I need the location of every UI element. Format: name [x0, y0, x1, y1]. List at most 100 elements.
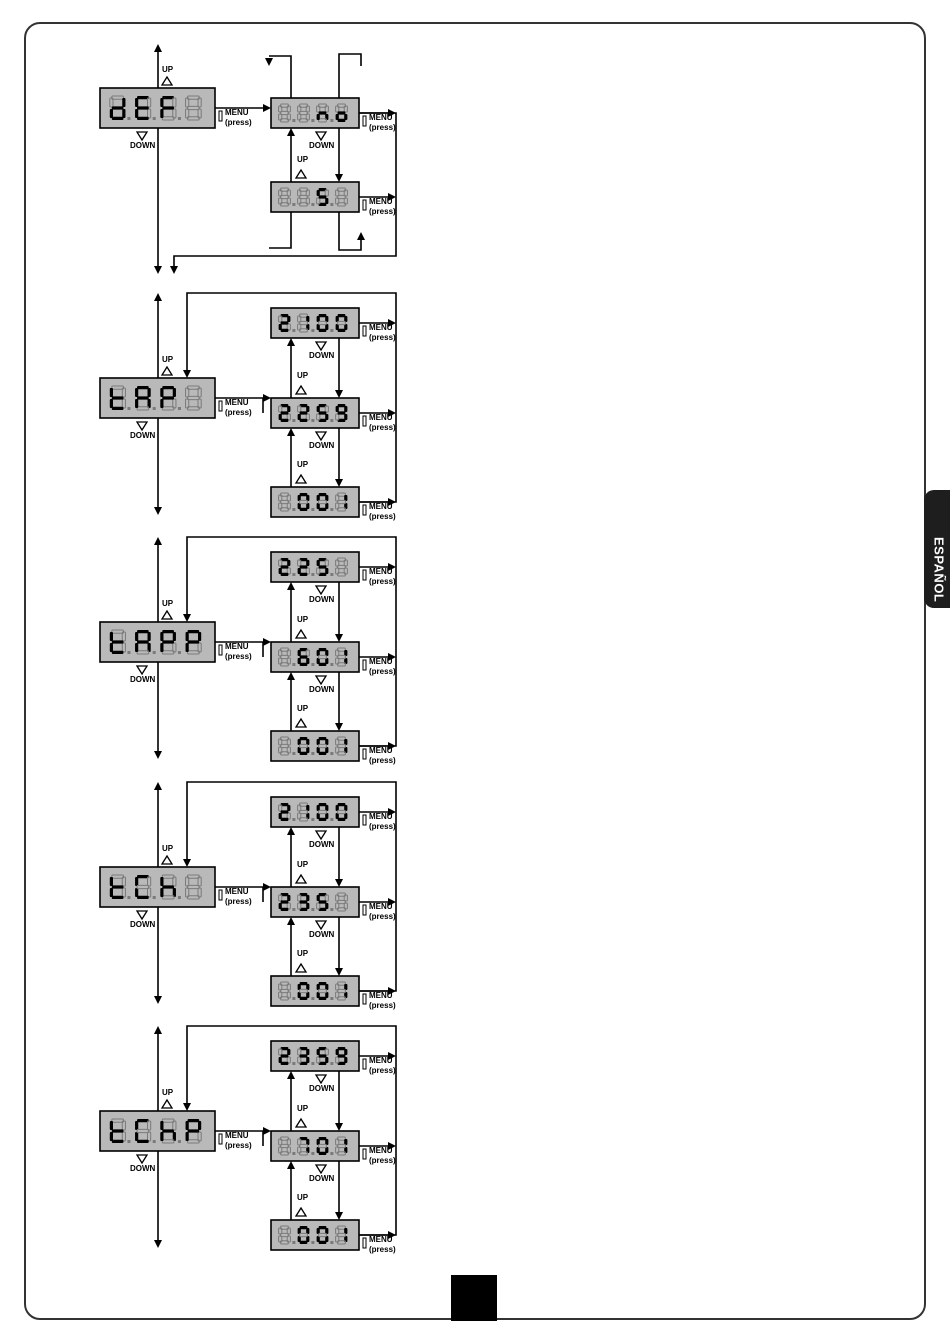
up-triangle-icon: [160, 609, 174, 620]
flow-line: [338, 53, 362, 98]
lcd-dot: [311, 573, 315, 576]
arrow-head: [287, 428, 295, 436]
display-frame: [270, 486, 360, 518]
lcd-segment: [278, 414, 282, 420]
lcd-segment: [325, 805, 329, 811]
lcd-segment: [187, 640, 200, 644]
lcd-segment: [344, 1139, 348, 1145]
press-label: (press): [225, 408, 252, 417]
up-triangle-icon: [160, 75, 174, 86]
down-triangle-icon: [314, 1164, 328, 1175]
lcd-segment: [337, 499, 346, 505]
menu-label: MENU: [225, 398, 249, 407]
menu-label: MENU: [225, 642, 249, 651]
lcd-segment: [324, 559, 329, 567]
lcd-segment: [135, 632, 139, 641]
menu-button-icon: [362, 748, 367, 760]
lcd-segment: [280, 572, 289, 576]
lcd-segment: [344, 324, 348, 330]
up-triangle-icon: [160, 365, 174, 376]
lcd-segment: [318, 662, 327, 666]
down-label: DOWN: [309, 595, 335, 604]
lcd-segment: [297, 1056, 302, 1064]
menu-button-icon: [362, 325, 367, 337]
up-triangle-icon: [294, 1206, 308, 1217]
arrow-head: [263, 1127, 271, 1135]
lcd-segment: [287, 1049, 291, 1055]
lcd-segment: [121, 642, 126, 653]
flow-line: [186, 1025, 397, 1236]
lcd-segment: [325, 813, 329, 819]
lcd-segment: [136, 884, 150, 890]
lcd-segment: [278, 559, 283, 567]
lcd-segment: [299, 1054, 308, 1058]
lcd-segment: [286, 812, 291, 820]
lcd-segment: [147, 399, 151, 408]
arrow-head: [263, 104, 271, 112]
press-label: (press): [225, 652, 252, 661]
lcd-segment: [316, 1056, 321, 1064]
lcd-segment: [299, 404, 308, 408]
lcd-segment: [299, 507, 308, 511]
menu-label: MENU: [369, 1056, 393, 1065]
lcd-segment: [335, 105, 340, 113]
display-frame: [270, 730, 360, 762]
lcd-segment: [299, 737, 308, 741]
lcd-segment: [299, 565, 308, 569]
lcd-segment: [305, 567, 310, 575]
lcd-segment: [297, 1228, 301, 1234]
lcd-segment: [299, 648, 308, 652]
arrow-head: [287, 128, 295, 136]
lcd-segment: [299, 110, 308, 116]
down-triangle-icon: [135, 665, 149, 676]
lcd-segment: [297, 902, 302, 910]
lcd-segment: [121, 1120, 126, 1131]
lcd-segment: [161, 650, 175, 655]
lcd-segment: [280, 1054, 289, 1058]
lcd-segment: [335, 813, 339, 819]
up-triangle-icon: [294, 628, 308, 639]
up-label: UP: [162, 1088, 174, 1097]
menu-button-icon: [218, 644, 223, 656]
menu-button-icon: [362, 115, 367, 127]
lcd-segment: [280, 321, 289, 325]
lcd-segment: [318, 809, 327, 815]
lcd-segment: [280, 654, 289, 660]
lcd-segment: [109, 1132, 113, 1141]
lcd-segment: [137, 116, 149, 120]
lcd-segment: [297, 495, 301, 501]
lcd-segment: [337, 803, 346, 807]
press-label: (press): [225, 118, 252, 127]
lcd-segment: [335, 1049, 339, 1055]
lcd-segment: [135, 98, 139, 107]
lcd-segment: [318, 1226, 327, 1230]
lcd-segment: [280, 817, 289, 821]
lcd-segment: [318, 900, 327, 904]
lcd-segment: [187, 105, 200, 111]
menu-button-icon: [362, 504, 367, 516]
lcd-segment: [109, 97, 114, 108]
lcd-segment: [135, 1121, 139, 1130]
arrow-head: [357, 232, 365, 240]
lcd-segment: [280, 314, 289, 318]
lcd-segment: [318, 1137, 327, 1141]
lcd-dot: [177, 117, 181, 120]
lcd-segment: [162, 640, 174, 644]
arrow-head: [154, 293, 162, 301]
lcd-segment: [185, 643, 189, 652]
lcd-segment: [306, 903, 310, 909]
lcd-segment: [111, 650, 124, 654]
arrow-head: [183, 370, 191, 378]
lcd-segment: [306, 503, 310, 509]
arrow-head: [335, 174, 343, 182]
lcd-segment: [287, 895, 291, 901]
lcd-segment: [135, 109, 139, 118]
lcd-segment: [337, 988, 346, 994]
lcd-segment: [337, 418, 346, 422]
lcd-segment: [316, 658, 320, 664]
lcd-segment: [280, 328, 289, 332]
lcd-segment: [297, 414, 301, 420]
lcd-segment: [306, 895, 310, 901]
lcd-segment: [318, 572, 327, 576]
lcd-segment: [318, 648, 327, 652]
